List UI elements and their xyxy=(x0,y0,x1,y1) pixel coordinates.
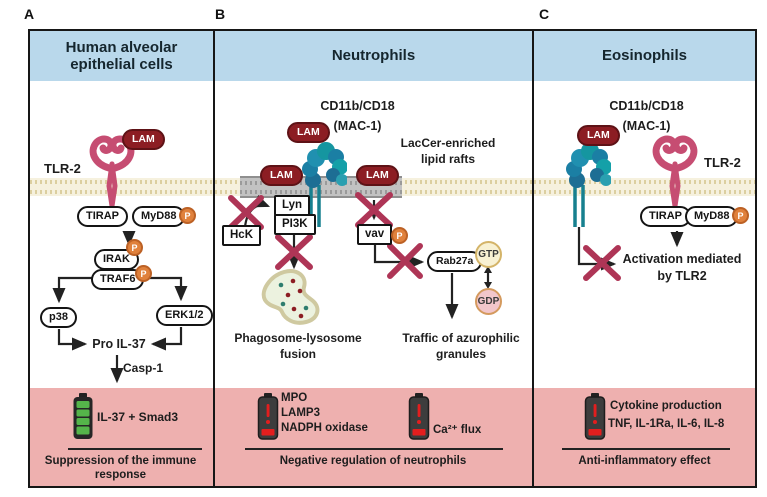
battery-low-icon xyxy=(257,393,279,440)
panel-a-title: Human alveolar epithelial cells xyxy=(30,31,213,81)
cd11b-cd18-label: CD11b/CD18 xyxy=(320,99,395,113)
panel-c-body: CD11b/CD18 (MAC-1) LAM TLR-2 TIRAP MyD88… xyxy=(534,81,755,388)
phospho-p-badge: P xyxy=(391,227,408,244)
lam-ligand: LAM xyxy=(356,165,399,186)
panel-a-body: LAM TLR-2 TIRAP MyD88 P P IRAK TRAF6 P p… xyxy=(30,81,213,388)
panel-b: Neutrophils xyxy=(215,31,534,486)
tlr2-label: TLR-2 xyxy=(44,161,81,176)
mac1-receptor-icon xyxy=(302,142,347,227)
panel-c-outcome: Anti-inflammatory effect xyxy=(578,455,711,467)
panel-c-footer: Cytokine production TNF, IL-1Ra, IL-6, I… xyxy=(534,388,755,486)
lyn-node: Lyn xyxy=(274,195,311,216)
tirap-node: TIRAP xyxy=(640,206,691,228)
azurophilic-traffic-label: Traffic of azurophilic granules xyxy=(402,331,520,361)
mac1-receptor-icon xyxy=(566,142,611,227)
underline xyxy=(562,448,730,450)
panel-c-letter: C xyxy=(539,6,550,22)
cell-membrane xyxy=(30,178,213,196)
myd88-node: MyD88 xyxy=(685,206,739,228)
panel-a-footer: IL-37 + Smad3 Suppression of the immune … xyxy=(30,388,213,486)
panel-a: Human alveolar epithelial cells xyxy=(30,31,215,486)
phospho-p-badge: P xyxy=(179,207,196,224)
lam-ligand: LAM xyxy=(577,125,620,146)
tlr2-label: TLR-2 xyxy=(704,155,741,170)
gdp-node: GDP xyxy=(475,288,502,315)
activation-label: Activation mediated by TLR2 xyxy=(622,252,742,283)
panel-b-letter: B xyxy=(215,6,226,22)
pro-il37-label: Pro IL-37 xyxy=(92,337,146,351)
phospho-p-badge: P xyxy=(732,207,749,224)
myd88-node: MyD88 xyxy=(132,206,186,228)
tlr2-receptor-icon xyxy=(89,135,135,208)
gtp-node: GTP xyxy=(475,241,502,268)
phospho-p-badge: P xyxy=(126,239,143,256)
phospho-p-badge: P xyxy=(135,265,152,282)
panel-b-outcome: Negative regulation of neutrophils xyxy=(279,455,467,467)
mac1-label: (MAC-1) xyxy=(333,119,382,133)
nadph-oxidase-label: NADPH oxidase xyxy=(281,422,368,434)
hck-node: HcK xyxy=(222,225,262,246)
panel-c-title: Eosinophils xyxy=(534,31,755,81)
battery-low-icon xyxy=(584,393,606,440)
erk12-node: ERK1/2 xyxy=(156,305,213,327)
mpo-label: MPO xyxy=(281,392,308,404)
battery-full-icon xyxy=(73,393,93,439)
lam-ligand: LAM xyxy=(260,165,303,186)
panel-c: Eosinophils xyxy=(534,31,755,486)
panel-b-footer: MPO LAMP3 NADPH oxidase Ca²⁺ flux Negati… xyxy=(215,388,532,486)
il37-smad3-label: IL-37 + Smad3 xyxy=(97,410,179,424)
lam-ligand: LAM xyxy=(122,129,165,150)
tirap-node: TIRAP xyxy=(77,206,128,228)
battery-low-icon xyxy=(408,393,430,440)
figure-box: Human alveolar epithelial cells xyxy=(28,29,757,488)
panel-a-letter: A xyxy=(24,6,35,22)
phagosome-fusion-label: Phagosome-lysosome fusion xyxy=(234,331,362,361)
lam-ligand: LAM xyxy=(287,122,330,143)
lamp3-label: LAMP3 xyxy=(281,407,320,419)
underline xyxy=(68,448,202,450)
vav-node: vav xyxy=(357,224,393,245)
cytokine-production-label: Cytokine production xyxy=(610,400,722,412)
panel-a-outcome: Suppression of the immune response xyxy=(44,455,197,482)
cytokine-list-label: TNF, IL-1Ra, IL-6, IL-8 xyxy=(608,418,725,430)
ca-flux-label: Ca²⁺ flux xyxy=(433,424,482,436)
cell-membrane xyxy=(534,178,755,196)
irak-node: IRAK xyxy=(94,249,139,271)
panel-b-body: CD11b/CD18 (MAC-1) LacCer-enriched lipid… xyxy=(215,81,532,388)
rab27a-node: Rab27a xyxy=(427,251,483,272)
cd11b-cd18-label: CD11b/CD18 xyxy=(609,99,684,113)
pi3k-node: PI3K xyxy=(274,214,316,235)
tlr2-receptor-icon xyxy=(652,135,698,208)
laccer-lipid-rafts-label: LacCer-enriched lipid rafts xyxy=(400,136,496,166)
p38-node: p38 xyxy=(40,307,77,329)
mac1-label: (MAC-1) xyxy=(622,119,671,133)
phagosome-icon xyxy=(261,269,320,325)
underline xyxy=(245,448,503,450)
panel-b-title: Neutrophils xyxy=(215,31,532,81)
casp1-label: Casp-1 xyxy=(123,361,164,375)
